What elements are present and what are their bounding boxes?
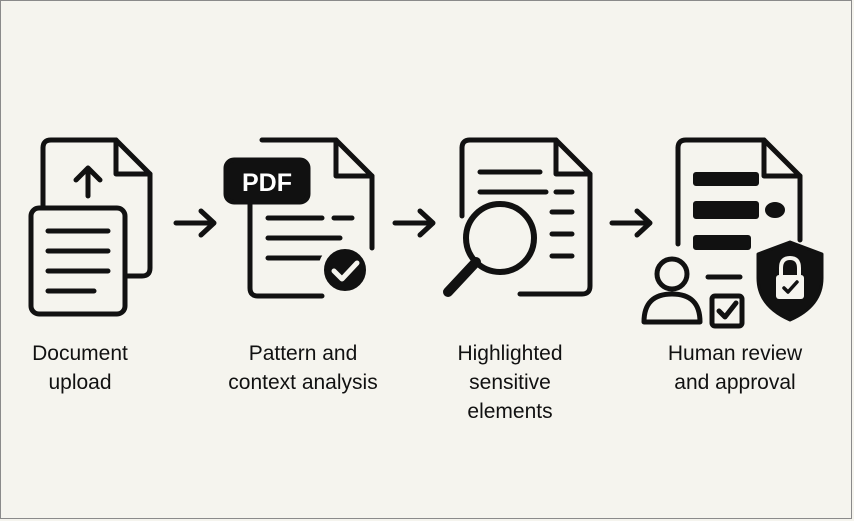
pdf-badge-label: PDF xyxy=(242,169,292,197)
label-line: Highlighted xyxy=(457,342,563,365)
document-magnifier-icon xyxy=(443,137,593,297)
shield-lock-icon xyxy=(756,240,824,322)
pdf-check-icon xyxy=(247,137,375,299)
step-label-pattern-analysis: Pattern and context analysis xyxy=(208,339,398,397)
label-line: Document xyxy=(32,342,128,365)
checkbox-icon xyxy=(709,293,745,329)
step-label-document-upload: Document upload xyxy=(20,339,140,397)
label-line: and approval xyxy=(674,371,796,394)
label-line: Human review xyxy=(667,342,803,365)
step-label-human-review: Human review and approval xyxy=(640,339,830,397)
arrow-1 xyxy=(173,208,217,238)
step-label-highlighted-elements: Highlighted sensitive elements xyxy=(430,339,590,426)
label-line: Pattern and xyxy=(248,342,358,365)
document-review-shield-icon xyxy=(641,137,824,329)
label-line: context analysis xyxy=(228,371,378,394)
label-line: upload xyxy=(48,371,112,394)
label-line: elements xyxy=(467,400,553,423)
document-upload-icon xyxy=(28,137,153,317)
person-icon xyxy=(641,256,703,325)
pdf-badge xyxy=(223,157,311,205)
arrow-3 xyxy=(609,208,653,238)
arrow-2 xyxy=(392,208,436,238)
label-line: sensitive xyxy=(469,371,551,394)
